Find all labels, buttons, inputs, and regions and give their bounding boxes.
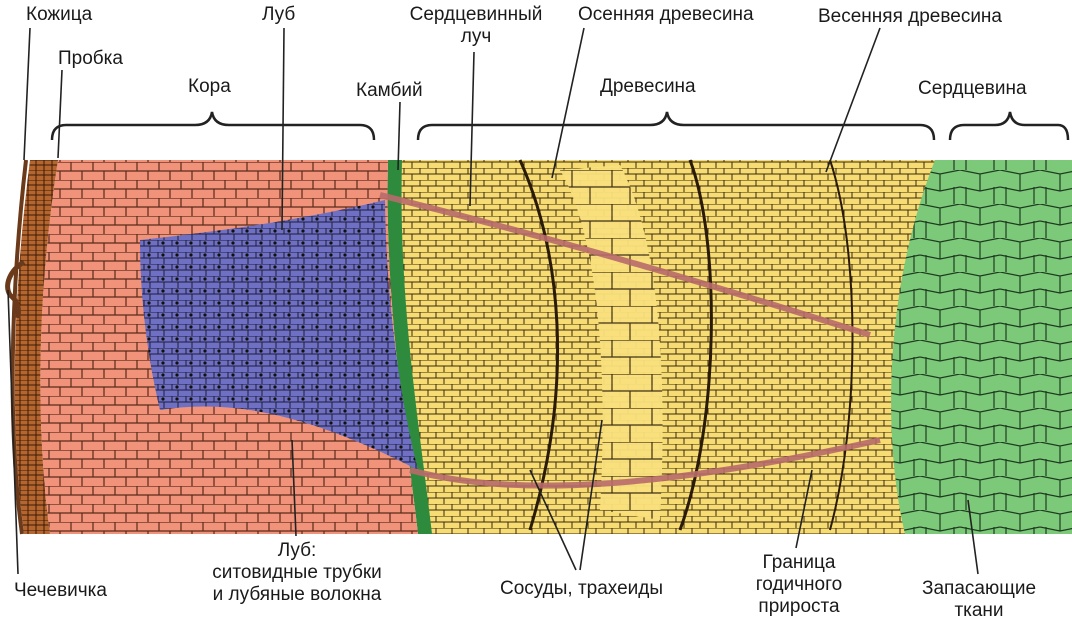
annual-ring-boundary-1 — [518, 159, 559, 531]
leader-granitsa — [795, 469, 813, 549]
leader-vesennyaya — [825, 27, 881, 173]
brace-drevesina — [416, 111, 936, 141]
brace-kora — [50, 111, 376, 141]
label-probka: Пробка — [58, 48, 123, 69]
label-osennyaya: Осенняя древесина — [578, 4, 754, 25]
label-lub-bottom-line-3: и лубяные волокна — [212, 584, 382, 605]
label-serdtsevinny-luch: Сердцевинный луч — [394, 4, 558, 48]
label-kozhitsa: Кожица — [26, 4, 93, 25]
label-lub-bottom-line-1: Луб: — [277, 540, 317, 561]
medullary-ray-lower — [409, 437, 881, 489]
label-granitsa-line-3: прироста — [758, 596, 840, 617]
leader-osennyaya — [551, 27, 585, 179]
leader-chechevichka — [7, 289, 19, 575]
label-lub-bottom: Луб: ситовидные трубки и лубяные волокна — [186, 540, 408, 606]
pith-region — [886, 160, 1072, 534]
leader-probka — [57, 69, 63, 159]
lenticel — [5, 259, 26, 319]
label-lub-bottom-line-2: ситовидные трубки — [212, 562, 382, 583]
label-chechevichka: Чечевичка — [14, 580, 107, 601]
label-granitsa-line-2: годичного — [755, 574, 843, 595]
leader-zapasayushchie — [967, 499, 979, 575]
leader-kambiy — [397, 101, 401, 171]
annual-ring-boundary-2 — [678, 159, 713, 531]
label-zapasayushchie: Запасающие ткани — [904, 578, 1054, 622]
label-kora: Кора — [188, 76, 231, 97]
epidermis-line — [10, 159, 28, 535]
label-drevesina: Древесина — [600, 76, 696, 97]
label-lub-top: Луб — [262, 4, 296, 25]
leader-lub-top — [281, 27, 285, 231]
label-vesennyaya: Весенняя древесина — [818, 6, 1002, 27]
cambium-band — [387, 160, 432, 534]
leader-sosudy-1 — [529, 469, 577, 571]
annual-ring-boundary-3 — [829, 159, 854, 531]
leader-lub-bottom — [291, 439, 297, 537]
brace-serdtsevina — [948, 111, 1070, 141]
label-sosudy: Сосуды, трахеиды — [500, 578, 664, 599]
label-granitsa: Граница годичного прироста — [740, 552, 858, 618]
spring-wood-band — [560, 165, 663, 520]
medullary-ray-upper — [379, 192, 871, 338]
label-serdtsevinny-line-1: Сердцевинный — [409, 4, 543, 25]
leader-kozhitsa — [23, 27, 31, 161]
phloem-region — [140, 200, 418, 470]
cork-band — [14, 160, 58, 534]
label-kambiy: Камбий — [356, 80, 423, 101]
label-serdtsevinny-line-2: луч — [460, 26, 492, 47]
label-zapasayushchie-line-2: ткани — [954, 600, 1004, 621]
label-zapasayushchie-line-1: Запасающие — [921, 578, 1037, 599]
label-granitsa-line-1: Граница — [762, 552, 836, 573]
leader-sosudy-2 — [579, 419, 603, 571]
label-serdtsevina: Сердцевина — [918, 78, 1027, 99]
leader-serdtsevinny-luch — [469, 51, 475, 207]
wood-region — [399, 160, 935, 534]
